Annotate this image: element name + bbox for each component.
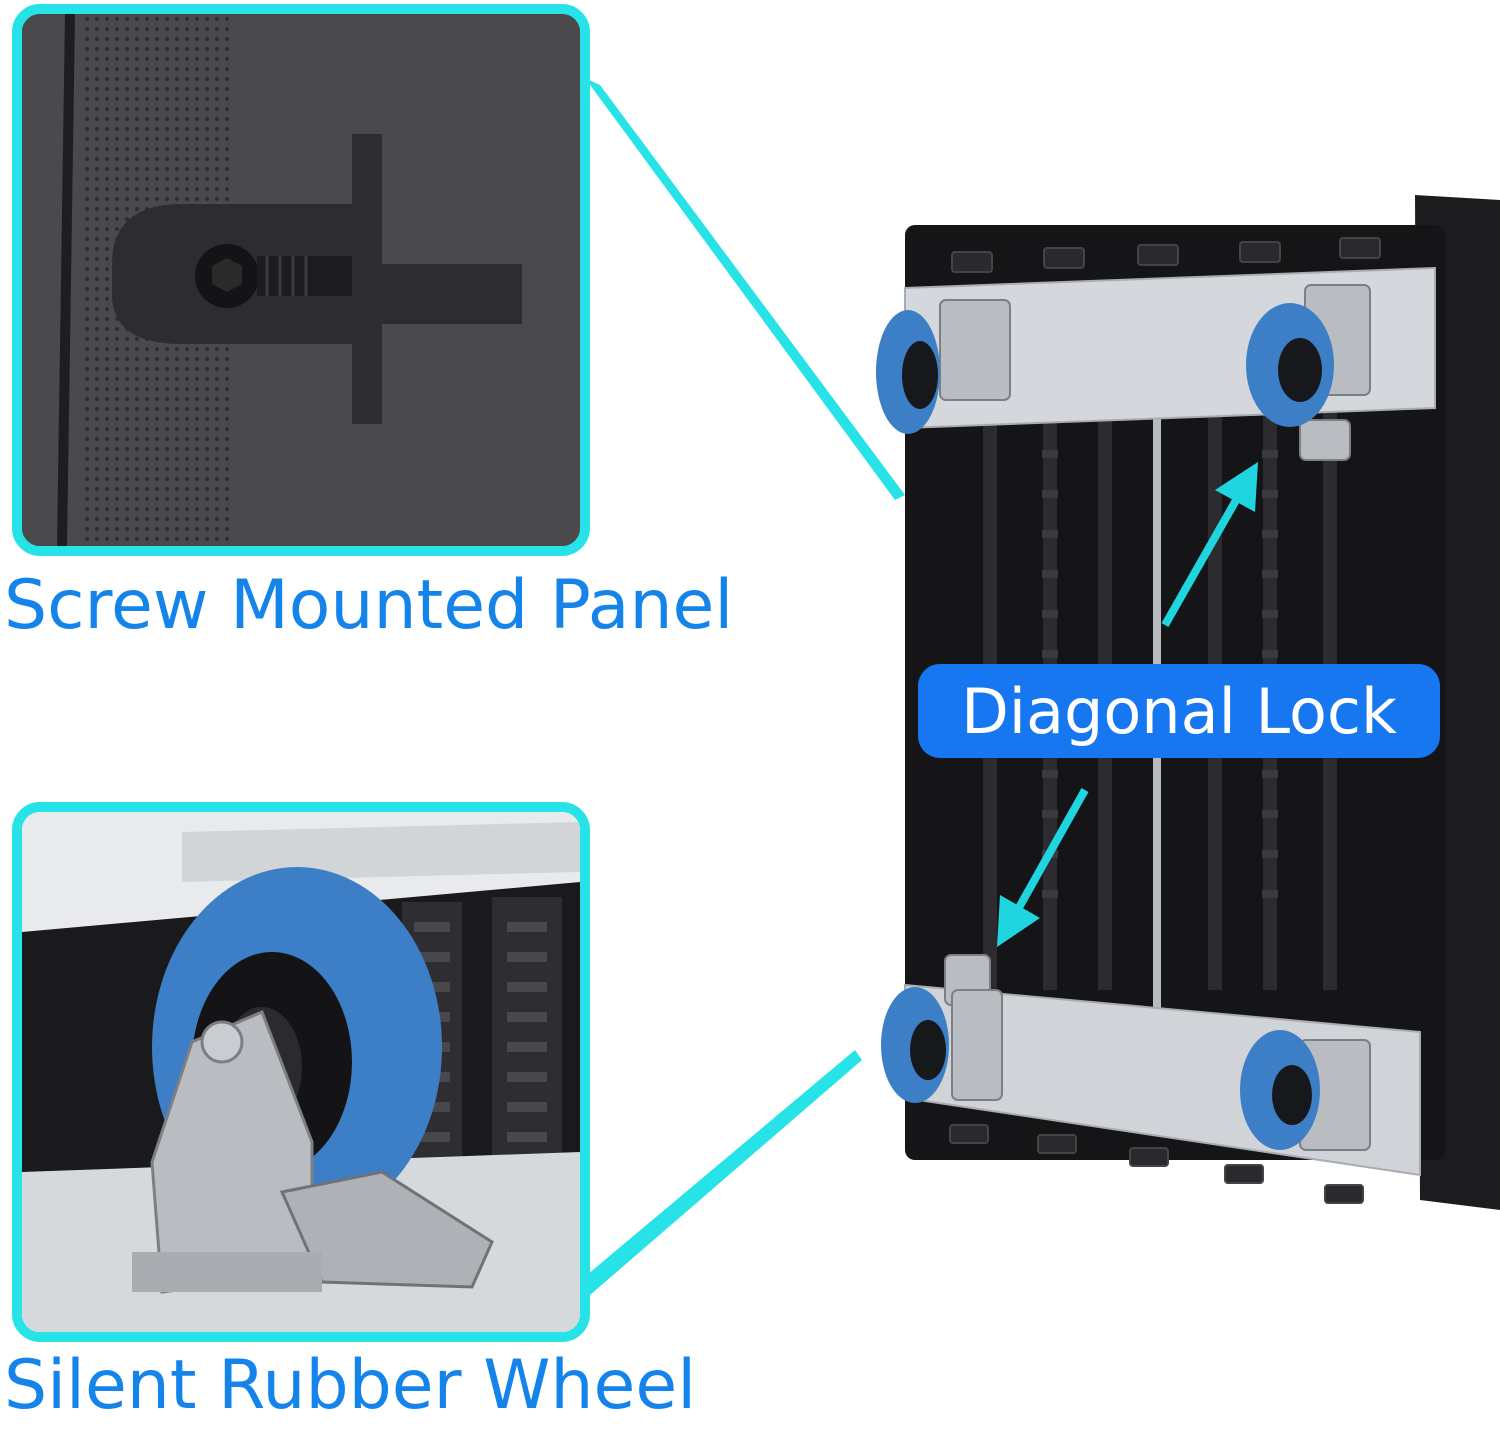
silent-rubber-wheel-caption: Silent Rubber Wheel xyxy=(4,1346,697,1425)
pointer-arrow-icon xyxy=(997,788,1089,947)
rubber-wheel-inset xyxy=(12,802,590,1342)
screw-closeup-image xyxy=(22,14,580,546)
screw-mounted-panel-caption: Screw Mounted Panel xyxy=(4,566,734,645)
bottom-callout-connector xyxy=(575,1050,862,1295)
wheel-closeup-image xyxy=(22,812,580,1332)
pointer-arrow-icon xyxy=(1161,462,1258,627)
screw-panel-inset xyxy=(12,4,590,556)
top-callout-connector xyxy=(585,78,905,500)
diagonal-lock-badge: Diagonal Lock xyxy=(918,664,1440,758)
